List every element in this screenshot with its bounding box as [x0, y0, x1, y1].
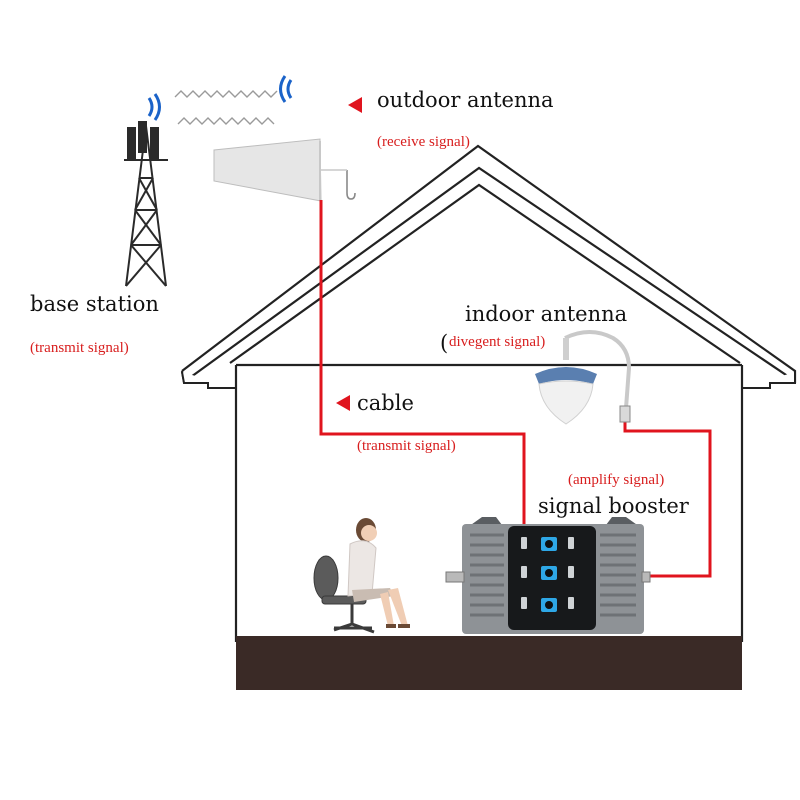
- base-station-label: base station: [30, 292, 159, 316]
- arrow-left-icon: [336, 395, 350, 411]
- divergent-signal-label: divegent signal): [449, 334, 546, 350]
- divergent-paren: (: [440, 331, 449, 355]
- signal-wave-icon: [147, 75, 293, 121]
- cable-transmit-signal-label: (transmit signal): [357, 438, 456, 454]
- base-transmit-signal-label: (transmit signal): [30, 340, 129, 356]
- yagi-antenna-icon: [213, 138, 356, 202]
- signal-booster-label: signal booster: [538, 494, 689, 518]
- cable-line: [319, 200, 712, 578]
- person-icon: [347, 518, 410, 628]
- tower-icon: [124, 121, 168, 287]
- receive-signal-label: (receive signal): [377, 134, 470, 150]
- indoor-antenna-label: indoor antenna: [465, 302, 628, 326]
- arrow-left-icon: [348, 97, 362, 113]
- amplify-signal-label: (amplify signal): [568, 472, 665, 488]
- outdoor-antenna-label: outdoor antenna: [377, 88, 554, 112]
- wave-lines: [174, 90, 278, 125]
- cable-label: cable: [357, 391, 414, 415]
- ceiling-antenna-icon: [535, 330, 632, 425]
- house-eaves: [181, 371, 796, 389]
- house-floor: [236, 636, 742, 690]
- chair-icon: [313, 555, 375, 634]
- booster-icon: [445, 517, 651, 634]
